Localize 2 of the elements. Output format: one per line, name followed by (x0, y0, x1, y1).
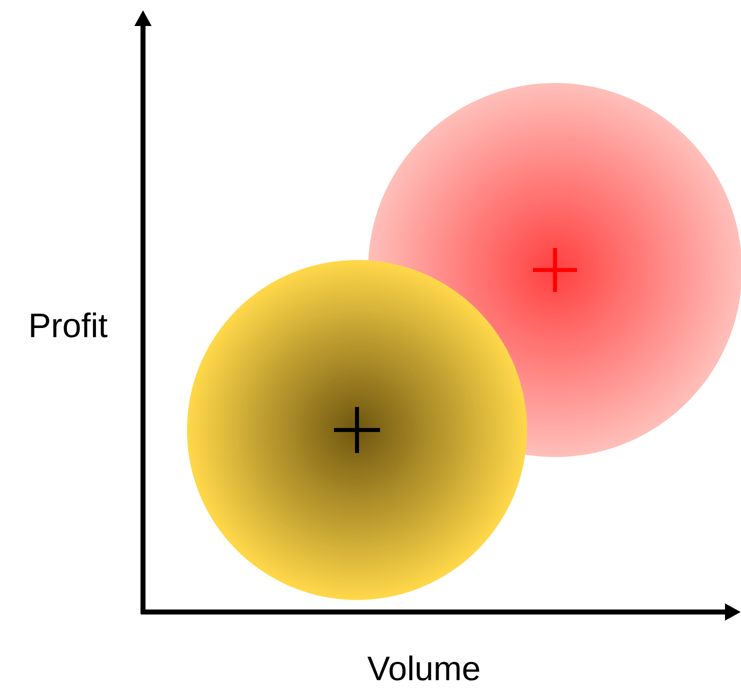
axis-label: Profit (31, 312, 108, 338)
axis-label: Volume (367, 656, 480, 680)
